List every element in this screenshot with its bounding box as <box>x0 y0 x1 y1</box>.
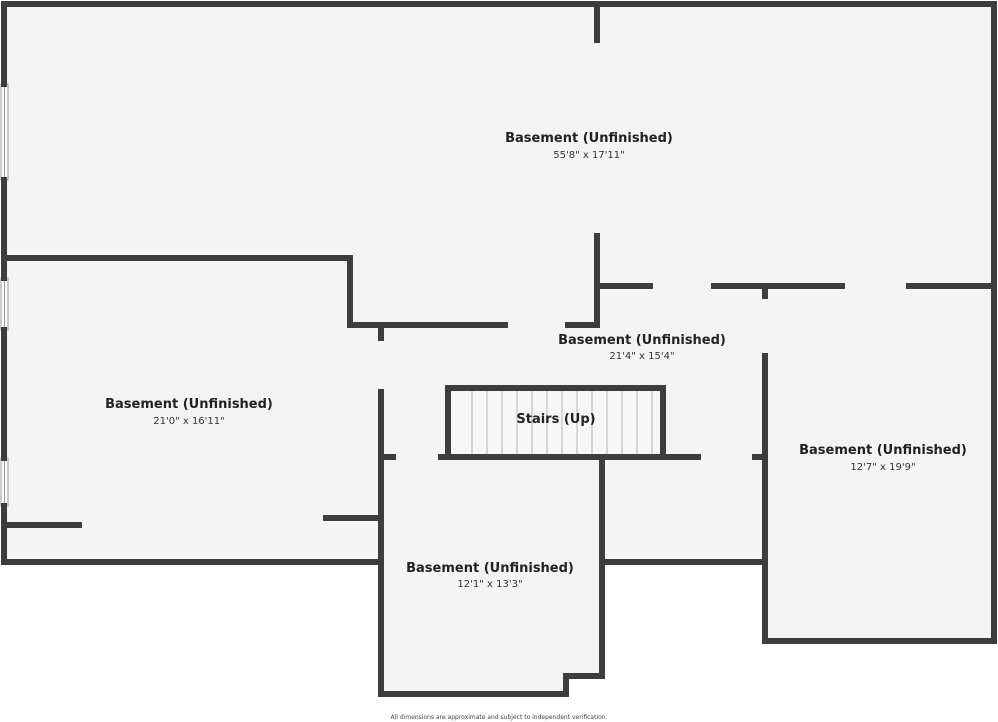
room-name: Basement (Unfinished) <box>558 333 726 348</box>
disclaimer: All dimensions are approximate and subje… <box>390 714 607 721</box>
room-dimensions: 12'7" x 19'9" <box>850 462 915 473</box>
stairs-area <box>448 388 663 456</box>
room-dimensions: 55'8" x 17'11" <box>553 150 625 161</box>
interior-wall <box>1 255 508 328</box>
exterior-wall <box>1 1 997 644</box>
stairs-label: Stairs (Up) <box>516 412 595 427</box>
room-dimensions: 21'0" x 16'11" <box>153 416 225 427</box>
room-labels: Basement (Unfinished) 55'8" x 17'11" Bas… <box>105 131 967 590</box>
room-name: Basement (Unfinished) <box>505 131 673 146</box>
room-name: Basement (Unfinished) <box>799 443 967 458</box>
walls <box>1 1 997 697</box>
stairs <box>448 388 663 456</box>
room-name: Basement (Unfinished) <box>105 397 273 412</box>
room-name: Basement (Unfinished) <box>406 561 574 576</box>
room-dimensions: 12'1" x 13'3" <box>457 579 522 590</box>
room-dimensions: 21'4" x 15'4" <box>609 351 674 362</box>
floor-area <box>4 4 994 694</box>
interior-wall <box>378 389 605 697</box>
stair-treads <box>471 390 653 455</box>
stairs-wall <box>445 385 666 458</box>
interior-wall <box>565 233 600 328</box>
